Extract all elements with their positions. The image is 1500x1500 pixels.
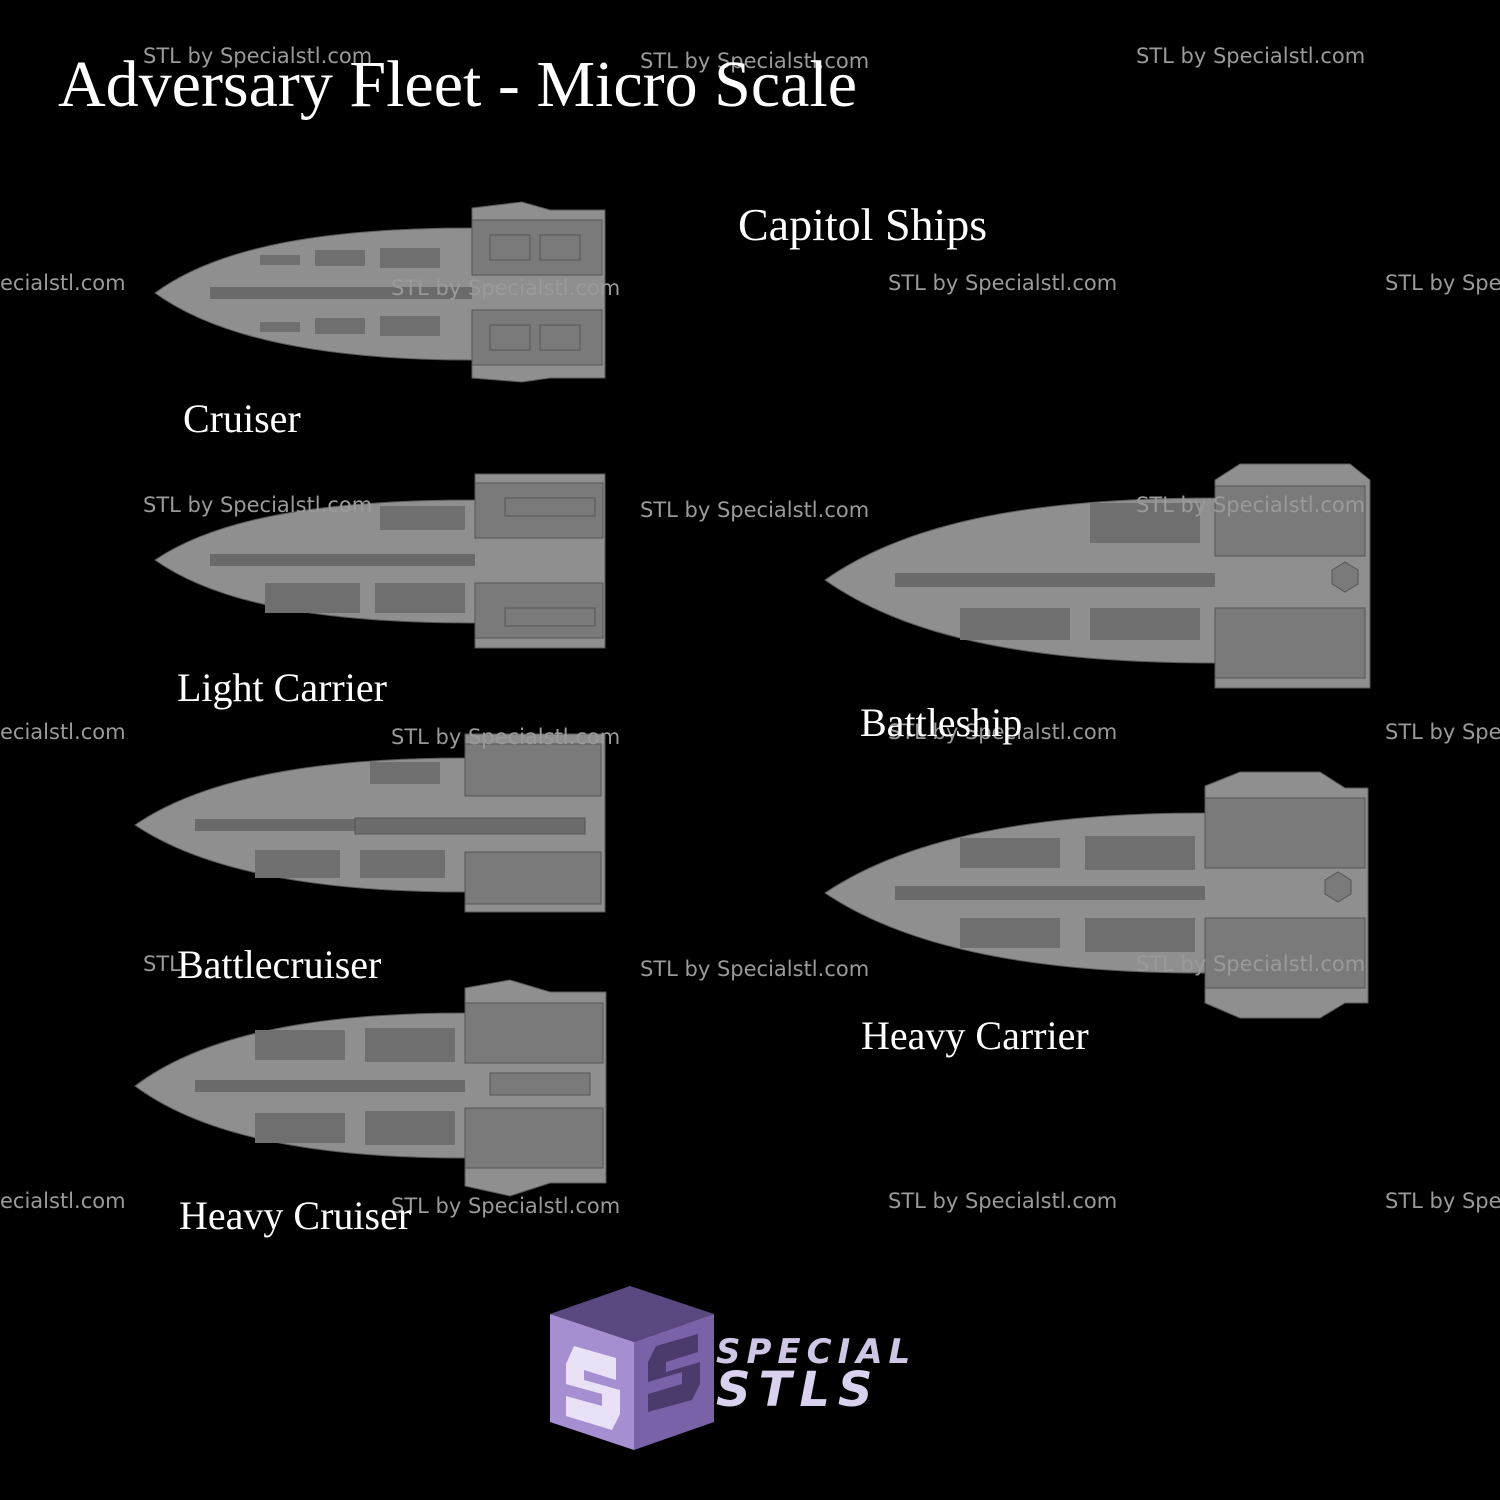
battleship-ship-image: [824, 463, 1371, 689]
watermark: STL by Specialstl.com: [1136, 44, 1366, 68]
ship-label-battleship: Battleship: [860, 700, 1023, 745]
logo-line-special: SPECIAL: [716, 1332, 917, 1372]
watermark: STL by Specialstl.com: [391, 276, 621, 300]
watermark: STL by Specialstl.com: [391, 1194, 621, 1218]
watermark: STL by Specialstl.com: [640, 49, 870, 73]
heavy-carrier-ship-image: [824, 771, 1369, 1019]
watermark: ecialstl.com: [0, 271, 126, 295]
watermark: STL by Spec: [1385, 1189, 1500, 1213]
watermark: ecialstl.com: [0, 1189, 126, 1213]
ship-label-heavy-cruiser: Heavy Cruiser: [179, 1193, 412, 1238]
battlecruiser-ship-image: [134, 733, 606, 913]
cruiser-ship-image: [154, 201, 606, 383]
watermark: STL by Specialstl.com: [640, 498, 870, 522]
ship-label-light-carrier: Light Carrier: [177, 665, 387, 710]
watermark: STL by Specialstl.com: [640, 957, 870, 981]
ship-label-battlecruiser: Battlecruiser: [177, 942, 382, 987]
section-title: Capitol Ships: [738, 199, 988, 250]
watermark: STL by Specialstl.com: [143, 493, 373, 517]
watermark: STL: [143, 952, 181, 976]
heavy-cruiser-ship-image: [134, 979, 607, 1197]
watermark: STL by Specialstl.com: [143, 44, 373, 68]
watermark: ecialstl.com: [0, 720, 126, 744]
watermark: STL by Specialstl.com: [888, 271, 1118, 295]
watermark: STL by Specialstl.com: [888, 720, 1118, 744]
watermark: STL by Specialstl.com: [391, 725, 621, 749]
light-carrier-ship-image: [154, 473, 606, 649]
watermark: STL by Specialstl.com: [888, 1189, 1118, 1213]
logo-wordmark: SPECIAL STLS: [716, 1332, 917, 1419]
watermark: STL by Spec: [1385, 720, 1500, 744]
ship-label-cruiser: Cruiser: [183, 396, 301, 441]
ship-label-heavy-carrier: Heavy Carrier: [861, 1013, 1089, 1058]
special-stls-logo-icon: [550, 1286, 714, 1450]
page-title: Adversary Fleet - Micro Scale: [58, 48, 858, 121]
watermark: STL by Specialstl.com: [1136, 493, 1366, 517]
logo-line-stls: STLS: [716, 1362, 881, 1419]
watermark: STL by Spec: [1385, 271, 1500, 295]
watermark: STL by Specialstl.com: [1136, 952, 1366, 976]
